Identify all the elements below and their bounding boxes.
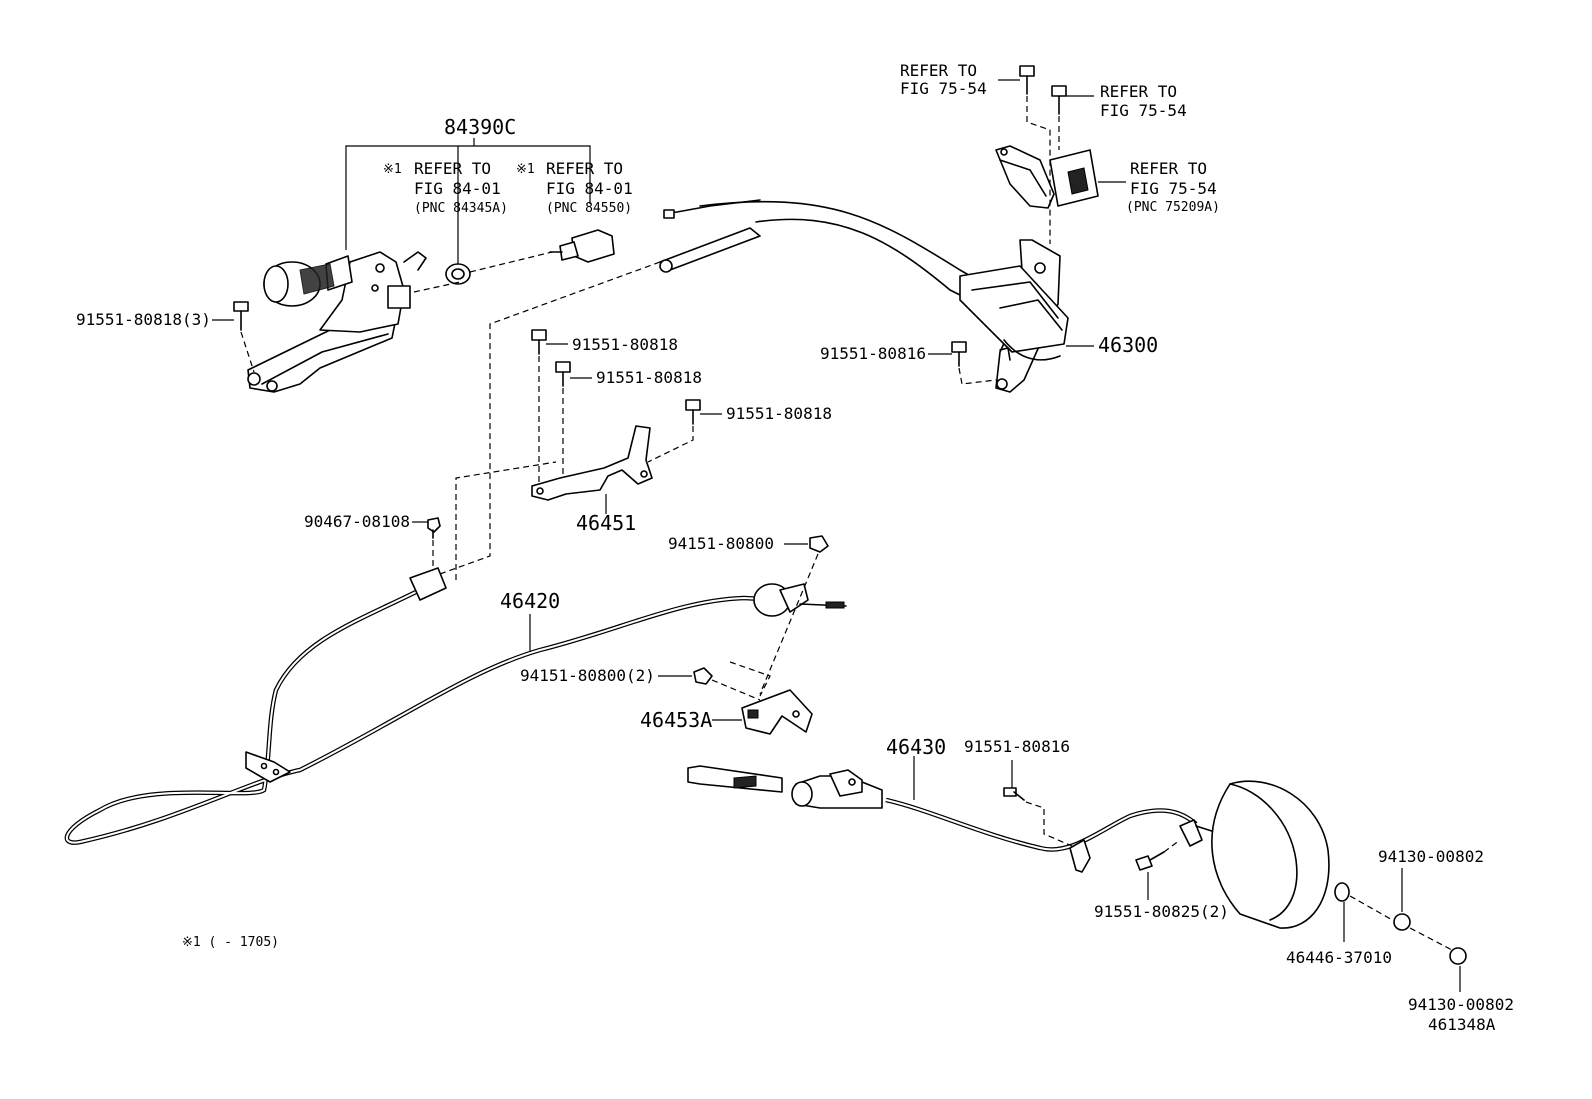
part-label-46300: 46300 [1098, 333, 1158, 357]
cable-46420[interactable] [64, 567, 847, 845]
refer-mark-2: ※1 [516, 162, 535, 177]
refer-text-75-54-b-line2: FIG 75-54 [1100, 101, 1187, 120]
part-label-94151-80800-x2: 94151-80800(2) [520, 666, 655, 685]
part-label-84390c: 84390C [444, 115, 516, 139]
refer-text-84-01-a-line2: FIG 84-01 [414, 179, 501, 198]
part-label-94130-00802-b: 94130-00802 [1408, 995, 1514, 1014]
clip-90467-08108[interactable] [427, 517, 441, 539]
footnote-applicability: ※1 ( - 1705) [182, 935, 279, 950]
part-label-94151-80800: 94151-80800 [668, 534, 774, 553]
switch-75209a[interactable] [1049, 149, 1099, 207]
part-46446-37010[interactable] [1334, 882, 1350, 902]
nut-94151-80800-x2[interactable] [693, 667, 713, 685]
bolt-refer-75-54-a[interactable] [1019, 65, 1035, 95]
refer-switch-84550[interactable] [549, 229, 615, 263]
refer-text-84-01-a-pnc: (PNC 84345A) [414, 201, 508, 216]
equalizer-bracket-46300[interactable] [959, 239, 1069, 393]
refer-text-75-54-c-line1: REFER TO [1130, 159, 1207, 178]
refer-text-75-54-a-line1: REFER TO [900, 61, 977, 80]
part-label-91551-80818-x3: 91551-80818(3) [76, 310, 211, 329]
part-label-46446-37010: 46446-37010 [1286, 948, 1392, 967]
brake-backing-plate [1211, 780, 1330, 929]
bracket-46453a[interactable] [741, 689, 813, 735]
bolt-91551-80816-upper[interactable] [951, 341, 967, 367]
part-label-46430: 46430 [886, 735, 946, 759]
refer-text-75-54-c-pnc: (PNC 75209A) [1126, 200, 1220, 215]
part-label-46420: 46420 [500, 589, 560, 613]
refer-mark-1: ※1 [383, 162, 402, 177]
part-label-46453a: 46453A [640, 708, 712, 732]
bolt-91551-80818-a[interactable] [531, 329, 547, 355]
figure-code: 461348A [1428, 1015, 1496, 1034]
bolt-91551-80818-b[interactable] [555, 361, 571, 387]
bolt-91551-80816-lower[interactable] [1003, 787, 1025, 801]
refer-text-84-01-b-pnc: (PNC 84550) [546, 201, 632, 216]
cable-front-46300-rods [659, 199, 1013, 321]
cable-46430[interactable] [687, 765, 1279, 873]
bolt-refer-75-54-b[interactable] [1051, 85, 1067, 115]
nut-94130-00802-b[interactable] [1449, 947, 1467, 965]
part-label-94130-00802-a: 94130-00802 [1378, 847, 1484, 866]
refer-switch-84345a[interactable] [445, 263, 471, 285]
part-label-46451: 46451 [576, 511, 636, 535]
refer-text-84-01-b-line2: FIG 84-01 [546, 179, 633, 198]
nut-94130-00802-a[interactable] [1393, 913, 1411, 931]
bolt-91551-80818-c[interactable] [685, 399, 701, 425]
refer-text-84-01-b-line1: REFER TO [546, 159, 623, 178]
part-label-91551-80818-b: 91551-80818 [596, 368, 702, 387]
part-label-91551-80818-a: 91551-80818 [572, 335, 678, 354]
bracket-75-54[interactable] [995, 145, 1055, 209]
part-label-91551-80816-upper: 91551-80816 [820, 344, 926, 363]
bolt-91551-80825-x2[interactable] [1135, 851, 1165, 871]
refer-text-75-54-a-line2: FIG 75-54 [900, 79, 987, 98]
nut-94151-80800[interactable] [809, 535, 829, 553]
part-label-91551-80818-c: 91551-80818 [726, 404, 832, 423]
part-label-91551-80816-lower: 91551-80816 [964, 737, 1070, 756]
parking-brake-pedal-assembly[interactable] [247, 251, 427, 393]
bracket-46451[interactable] [531, 425, 653, 501]
label-84390c-leader [345, 138, 591, 264]
part-label-91551-80825-x2: 91551-80825(2) [1094, 902, 1229, 921]
bolt-91551-80818-x3[interactable] [233, 301, 249, 331]
refer-text-75-54-b-line1: REFER TO [1100, 82, 1177, 101]
refer-text-75-54-c-line2: FIG 75-54 [1130, 179, 1217, 198]
part-label-90467-08108: 90467-08108 [304, 512, 410, 531]
refer-text-84-01-a-line1: REFER TO [414, 159, 491, 178]
